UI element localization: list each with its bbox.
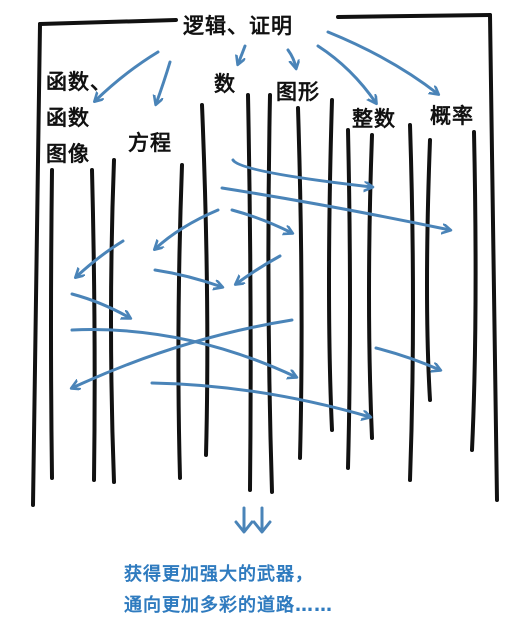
label-functions-line1: 函数、 [46, 70, 112, 94]
branch-line [367, 133, 374, 440]
arrow [252, 506, 272, 534]
branch-line [246, 93, 253, 492]
label-numbers: 数 [214, 72, 236, 96]
top-arrows [95, 30, 438, 104]
arrow [374, 346, 440, 370]
top-label: 逻辑、证明 [183, 14, 293, 38]
branch-line [200, 103, 210, 457]
branch-line [176, 163, 184, 480]
branch-line [90, 168, 97, 482]
label-integers: 整数 [352, 107, 396, 131]
arrow [238, 44, 247, 64]
branch-line [109, 158, 116, 484]
label-geometry: 图形 [276, 80, 320, 104]
arrow [286, 48, 296, 68]
frame-left-line [31, 22, 42, 507]
arrow [326, 30, 438, 94]
branch-lines [49, 93, 478, 494]
arrow [236, 254, 282, 284]
arrow [150, 381, 370, 417]
arrow [316, 44, 376, 103]
arrow [155, 208, 220, 249]
frame-right-line [488, 13, 499, 502]
frame-top-right-line [336, 13, 492, 19]
cross-arrows [70, 158, 450, 417]
branch-line [49, 168, 54, 480]
arrow [156, 60, 172, 104]
arrow [231, 158, 372, 187]
branch-line [408, 123, 415, 482]
branch-line [327, 98, 334, 432]
arrow [72, 318, 294, 388]
label-functions-line3: 图像 [46, 142, 90, 166]
caption-line-2: 通向更加多彩的道路…… [124, 595, 333, 616]
branch-line [346, 128, 352, 470]
arrow [70, 292, 130, 318]
branch-line [425, 138, 432, 402]
frame-top-left-line [38, 18, 178, 26]
branch-line [470, 130, 478, 452]
double-down-arrow-icon [234, 506, 272, 534]
arrow [70, 328, 296, 377]
arrow [220, 186, 450, 230]
label-functions-line2: 函数 [46, 106, 90, 130]
arrow [95, 50, 160, 101]
arrow [76, 239, 125, 277]
arrow [153, 268, 222, 287]
branch-line [266, 93, 274, 494]
label-probability: 概率 [430, 104, 474, 128]
caption-line-1: 获得更加强大的武器， [124, 564, 314, 585]
arrow [234, 506, 254, 534]
label-equations: 方程 [128, 131, 172, 155]
branch-line [296, 106, 304, 460]
arrow [230, 208, 292, 233]
